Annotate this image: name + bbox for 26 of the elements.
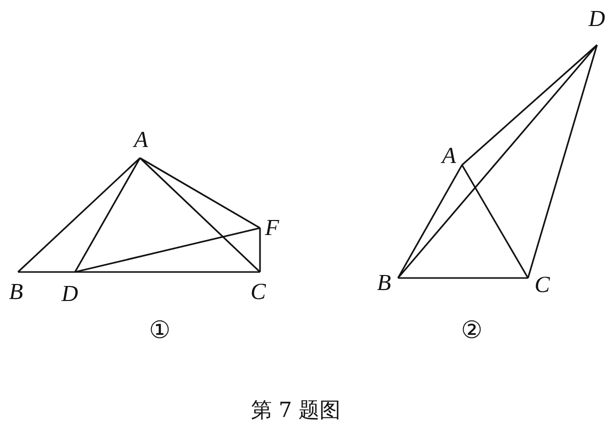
point-label: C bbox=[534, 273, 550, 297]
point-label: A bbox=[442, 144, 456, 168]
line-segment bbox=[75, 271, 260, 273]
point-label: A bbox=[134, 128, 148, 152]
line-segment bbox=[74, 227, 260, 273]
point-label: C bbox=[250, 280, 266, 304]
point-label: B bbox=[377, 271, 392, 295]
line-segment bbox=[18, 271, 75, 273]
line-segment bbox=[461, 44, 598, 166]
figure-number: ② bbox=[461, 317, 483, 343]
line-segment bbox=[397, 44, 598, 279]
line-segment bbox=[139, 157, 261, 273]
point-label: D bbox=[62, 282, 78, 306]
line-segment bbox=[259, 228, 261, 272]
line-segment bbox=[74, 158, 141, 272]
line-segment bbox=[17, 157, 141, 273]
line-segment bbox=[397, 164, 463, 278]
line-segment bbox=[140, 157, 260, 229]
line-segment bbox=[398, 277, 528, 279]
line-segment bbox=[527, 44, 598, 278]
caption: 第 7 题图 bbox=[251, 398, 341, 422]
point-label: B bbox=[9, 280, 24, 304]
line-segment bbox=[461, 164, 529, 278]
figure-number: ① bbox=[149, 317, 171, 343]
point-label: D bbox=[588, 7, 606, 31]
point-label: F bbox=[265, 216, 280, 240]
